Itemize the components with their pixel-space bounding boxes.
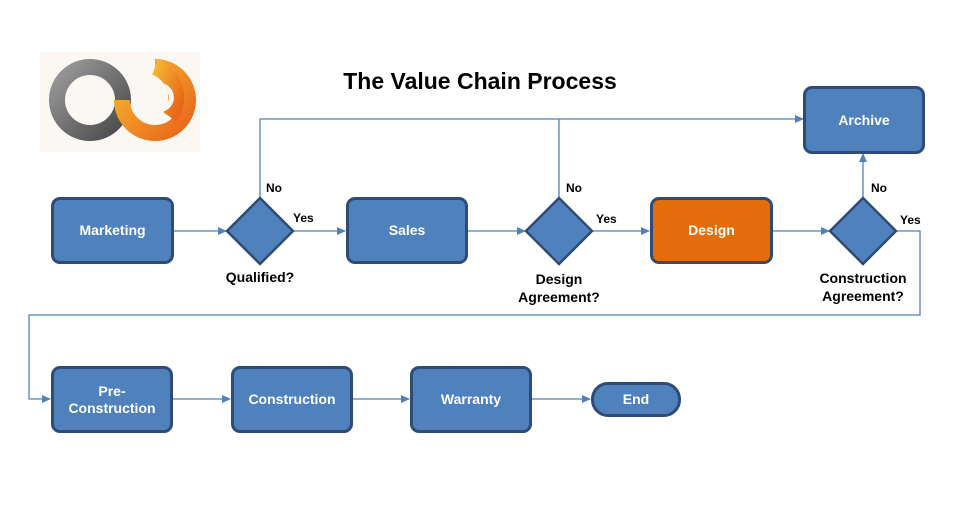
process-construction: Construction (231, 366, 353, 433)
decision-qualified-label: Qualified? (225, 269, 295, 285)
process-pre-construction: Pre- Construction (51, 366, 173, 433)
arrow-no-to-archive (259, 115, 804, 198)
decision-qualified-diamond (225, 196, 295, 266)
edge-label-qualified-no: No (266, 181, 282, 195)
edge-label-construction-agreement-yes: Yes (900, 213, 921, 227)
decision-construction-agreement-label: Construction Agreement? (800, 269, 926, 305)
process-archive: Archive (803, 86, 925, 154)
arrow-construction-agreement-yes-to-preconstruction (28, 230, 921, 403)
process-design: Design (650, 197, 773, 264)
edge-label-design-agreement-no: No (566, 181, 582, 195)
interlocking-rings-logo-icon (49, 59, 196, 141)
decision-design-agreement-diamond (524, 196, 594, 266)
process-warranty: Warranty (410, 366, 532, 433)
decision-construction-agreement-diamond (828, 196, 898, 266)
decision-design-agreement-label: Design Agreement? (500, 270, 618, 306)
design-agreement-line1: Design (535, 271, 583, 287)
terminal-end: End (591, 382, 681, 417)
construction-agreement-line1: Construction (819, 270, 907, 286)
edge-label-qualified-yes: Yes (293, 211, 314, 225)
process-marketing: Marketing (51, 197, 174, 264)
process-sales: Sales (346, 197, 468, 264)
pre-construction-line1: Pre- (98, 382, 126, 399)
pre-construction-line2: Construction (68, 399, 156, 416)
construction-agreement-line2: Agreement? (822, 288, 904, 305)
edge-label-design-agreement-yes: Yes (596, 212, 617, 226)
edge-label-construction-agreement-no: No (871, 181, 887, 195)
diagram-title: The Value Chain Process (343, 68, 617, 94)
company-logo (40, 52, 200, 152)
design-agreement-line2: Agreement? (518, 289, 600, 306)
